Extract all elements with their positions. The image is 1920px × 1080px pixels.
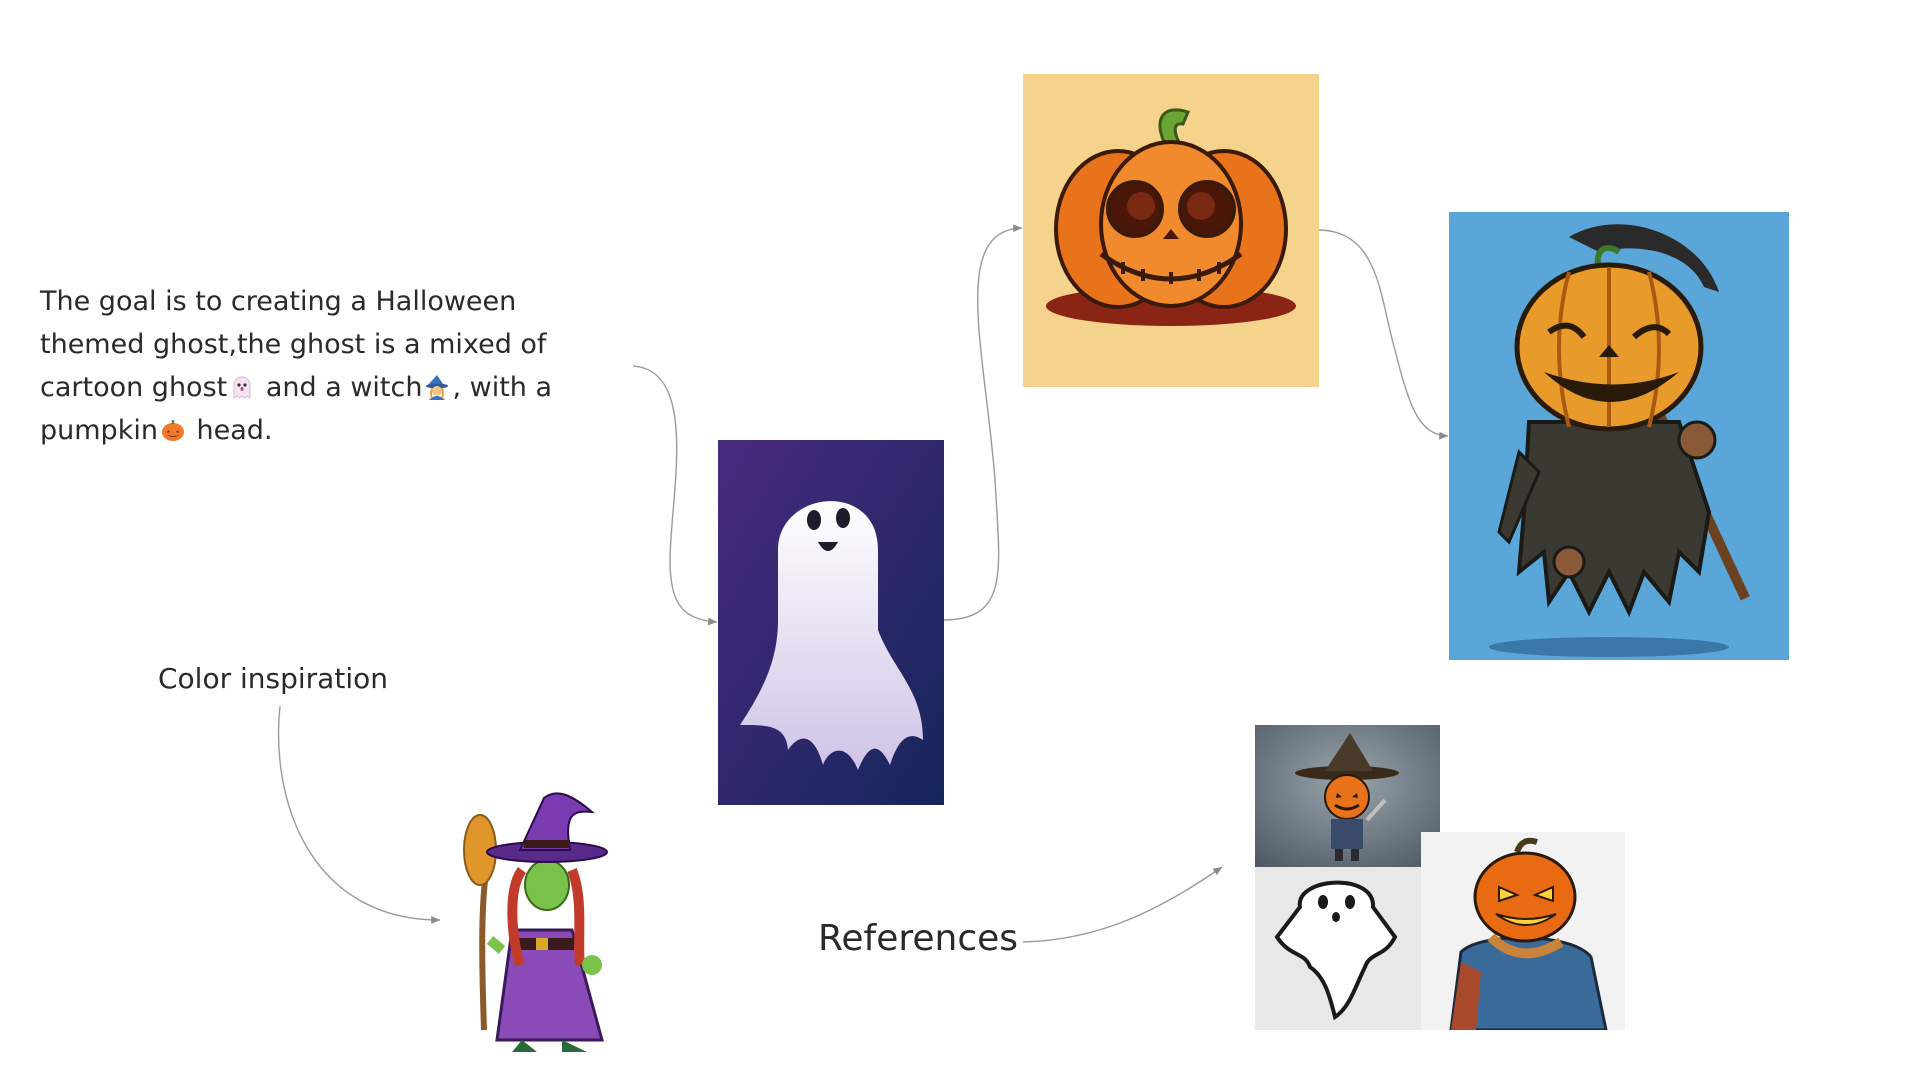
connector-pumpkin-to-reaper <box>1317 229 1449 440</box>
goal-line-4: pumpkin head. <box>40 415 273 446</box>
reference-ghost-sketch-image[interactable] <box>1255 867 1421 1030</box>
pumpkin-reaper-image[interactable] <box>1449 212 1789 660</box>
references-label: References <box>818 918 1019 959</box>
pumpkin-emoji-icon <box>161 420 184 441</box>
connector-ghost-to-pumpkin <box>942 224 1023 621</box>
reference-pumpkin-scarecrow-image[interactable] <box>1421 832 1625 1030</box>
witch-image[interactable] <box>452 790 624 1060</box>
goal-line-2: themed ghost,the ghost is a mixed of <box>40 329 547 360</box>
goal-line-3: cartoon ghost and a witch, with a <box>40 372 553 403</box>
connector-references <box>1022 866 1223 943</box>
references-collage <box>1255 725 1625 1030</box>
color-inspiration-label: Color inspiration <box>158 662 388 695</box>
ghost-emoji-icon <box>233 376 251 399</box>
connector-color-to-witch <box>277 705 441 924</box>
ghost-image[interactable] <box>718 440 944 805</box>
goal-line-1: The goal is to creating a Halloween <box>40 286 517 317</box>
pumpkin-image[interactable] <box>1023 74 1319 387</box>
reference-pumpkin-witch-image[interactable] <box>1255 725 1440 867</box>
connector-goal-to-ghost <box>632 365 718 626</box>
witch-emoji-icon <box>426 375 449 400</box>
goal-description: The goal is to creating a Halloween them… <box>40 280 640 452</box>
